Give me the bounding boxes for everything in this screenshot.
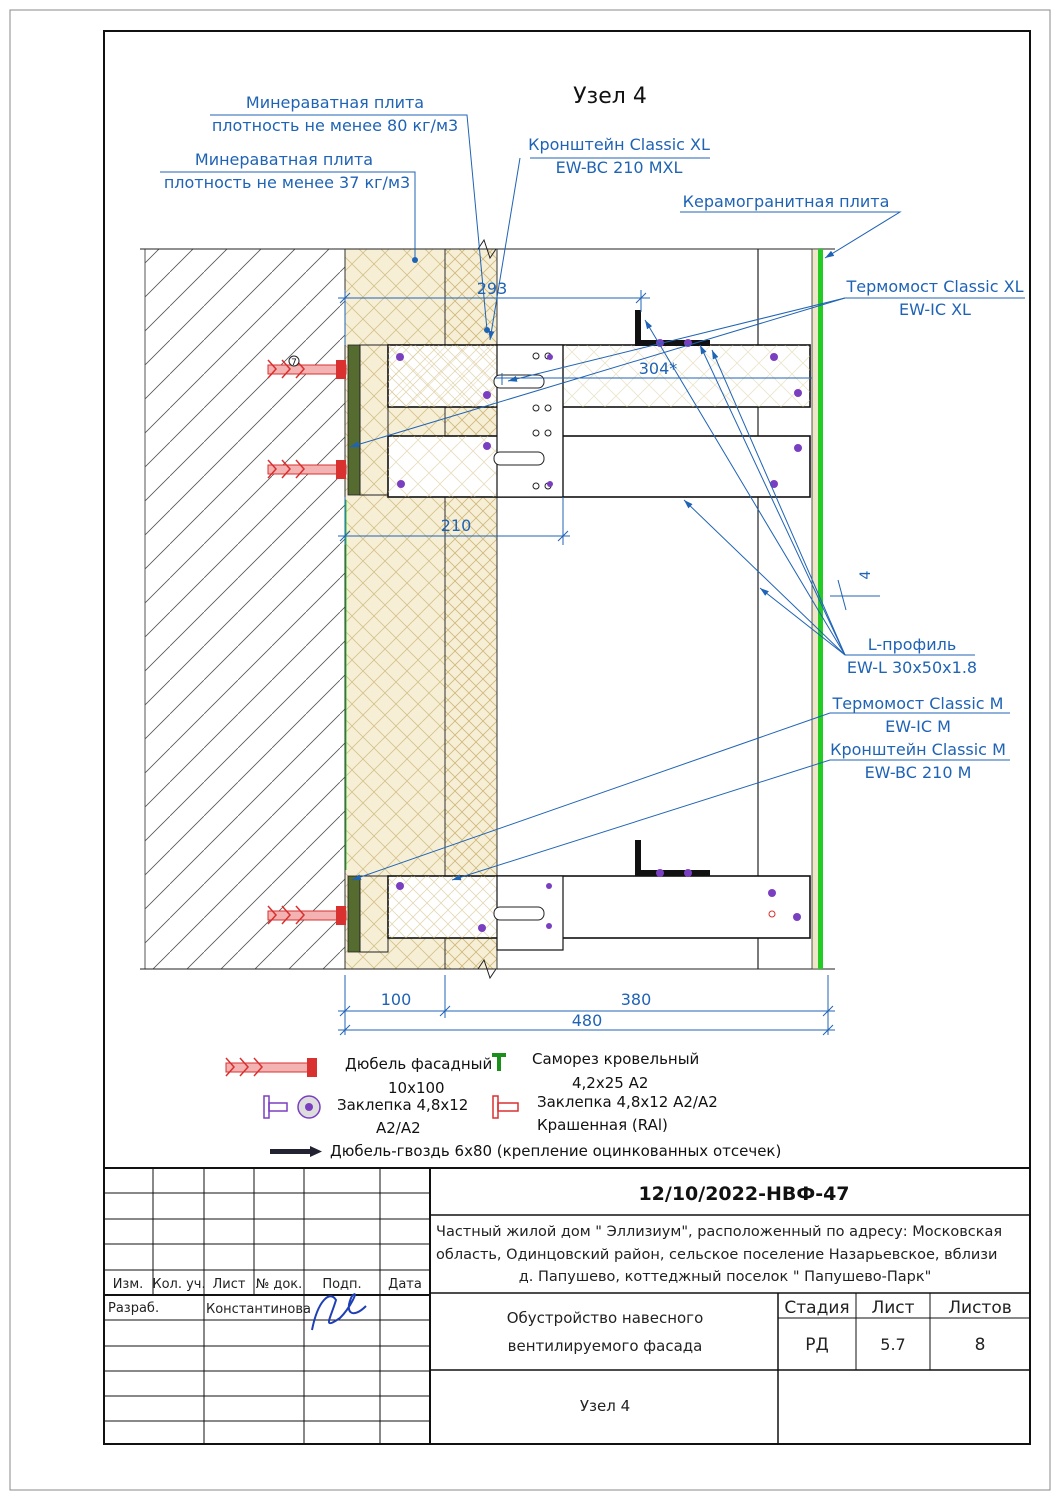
sheet-name: Узел 4 [580, 1397, 630, 1415]
callout-bracket-m-line1: Кронштейн Classic M [830, 740, 1006, 759]
legend-facade-dowel-line2: 10x100 [388, 1079, 445, 1097]
col-list: Лист [213, 1277, 246, 1292]
col-data: Дата [388, 1277, 422, 1292]
col-kol-uch: Кол. уч. [152, 1277, 205, 1292]
dowel-marker-label: 7 [291, 358, 297, 368]
legend-rivet-line1: Заклепка 4,8x12 [337, 1096, 468, 1114]
facade-green-line [818, 249, 823, 969]
concrete-wall [145, 249, 345, 969]
stage-label: Стадия [784, 1298, 849, 1318]
break-mark-bottom [477, 958, 497, 980]
callout-bracket-xl-line1: Кронштейн Classic XL [528, 135, 710, 154]
callout-l-profile-line1: L-профиль [868, 635, 957, 654]
callout-labels: Минераватная плита плотность не менее 80… [164, 93, 1024, 782]
address-line2: область, Одинцовский район, сельское пос… [436, 1247, 997, 1263]
dim-480: 480 [572, 1011, 603, 1030]
sheets-label: Листов [948, 1298, 1012, 1318]
col-izm: Изм. [113, 1277, 144, 1292]
dim-210: 210 [441, 516, 472, 535]
break-mark-top [477, 238, 497, 260]
dim-100: 100 [381, 990, 412, 1009]
title-block-text: 12/10/2022-НВФ-47 Частный жилой дом " Эл… [108, 1183, 1012, 1415]
dim-304: 304* [639, 359, 678, 378]
callout-bracket-xl-line2: EW-BC 210 MXL [556, 158, 683, 177]
leader-lines [160, 114, 1025, 881]
roof-screw-icon [492, 1053, 506, 1071]
legend-facade-dowel-line1: Дюбель фасадный [345, 1055, 492, 1073]
nail-dowel-icon [270, 1146, 322, 1157]
project-code: 12/10/2022-НВФ-47 [638, 1183, 849, 1205]
dim-293: 293 [477, 279, 508, 298]
facade-dowels [267, 359, 347, 925]
legend: Дюбель фасадный 10x100 Саморез кровельны… [225, 1050, 781, 1160]
callout-wool-80-line1: Минераватная плита [246, 93, 424, 112]
sheet-label: Лист [871, 1298, 914, 1318]
role-developer: Разраб. [108, 1301, 159, 1316]
legend-roof-screw-line1: Саморез кровельный [532, 1050, 699, 1068]
signature-mark [311, 1293, 367, 1331]
drawing-title: Узел 4 [573, 84, 647, 109]
work-title-line2: вентилируемого фасада [508, 1337, 703, 1355]
callout-porcelain-slab: Керамогранитная плита [683, 192, 890, 211]
address-line1: Частный жилой дом " Эллизиум", расположе… [436, 1224, 1002, 1240]
dim-4: 4 [858, 570, 874, 579]
outer-trim-frame [9, 9, 1051, 1491]
thermal-break-xl [347, 344, 361, 496]
callout-bracket-m-line2: EW-BC 210 M [865, 763, 972, 782]
address-line3: д. Папушево, коттеджный поселок " Папуше… [519, 1269, 932, 1285]
l-profile-bottom [635, 840, 710, 876]
l-profile-top [635, 310, 710, 346]
bracket-classic-m [347, 840, 811, 953]
col-podp: Подп. [322, 1277, 361, 1292]
facade-dowel-3 [267, 905, 347, 925]
legend-painted-rivet-line2: Крашенная (RAl) [537, 1116, 668, 1134]
facade-dowel-icon [225, 1057, 317, 1077]
dimensions [338, 290, 880, 1036]
title-block [104, 1167, 1030, 1444]
developer-name: Константинова [206, 1302, 311, 1317]
callout-thermal-xl-line2: EW-IC XL [899, 300, 971, 319]
callout-thermal-m-line1: Термомост Classic M [832, 694, 1004, 713]
thermal-break-m [347, 875, 361, 953]
callout-thermal-m-line2: EW-IC M [885, 717, 951, 736]
col-ndok: № док. [256, 1277, 303, 1292]
callout-l-profile-line2: EW-L 30x50x1.8 [847, 658, 977, 677]
callout-wool-80-line2: плотность не менее 80 кг/м3 [212, 116, 458, 135]
stage-value: РД [805, 1335, 829, 1355]
legend-painted-rivet-line1: Заклепка 4,8x12 А2/А2 [537, 1093, 718, 1111]
sheets-value: 8 [975, 1335, 986, 1355]
drawing-frame [103, 30, 1031, 1445]
legend-rivet-line2: А2/А2 [376, 1119, 421, 1137]
dim-380: 380 [621, 990, 652, 1009]
legend-roof-screw-line2: 4,2x25 А2 [572, 1074, 648, 1092]
callout-wool-37-line1: Минераватная плита [195, 150, 373, 169]
painted-rivet-icon [492, 1095, 519, 1119]
legend-nail-dowel: Дюбель-гвоздь 6x80 (крепление оцинкованн… [330, 1142, 781, 1160]
callout-wool-37-line2: плотность не менее 37 кг/м3 [164, 173, 410, 192]
sheet-value: 5.7 [880, 1335, 905, 1354]
section-drawing: 7 [140, 238, 835, 980]
callout-thermal-xl-line1: Термомост Classic XL [846, 277, 1024, 296]
rivet-icon [263, 1095, 321, 1119]
facade-dowel-2 [267, 459, 347, 479]
work-title-line1: Обустройство навесного [507, 1309, 704, 1327]
